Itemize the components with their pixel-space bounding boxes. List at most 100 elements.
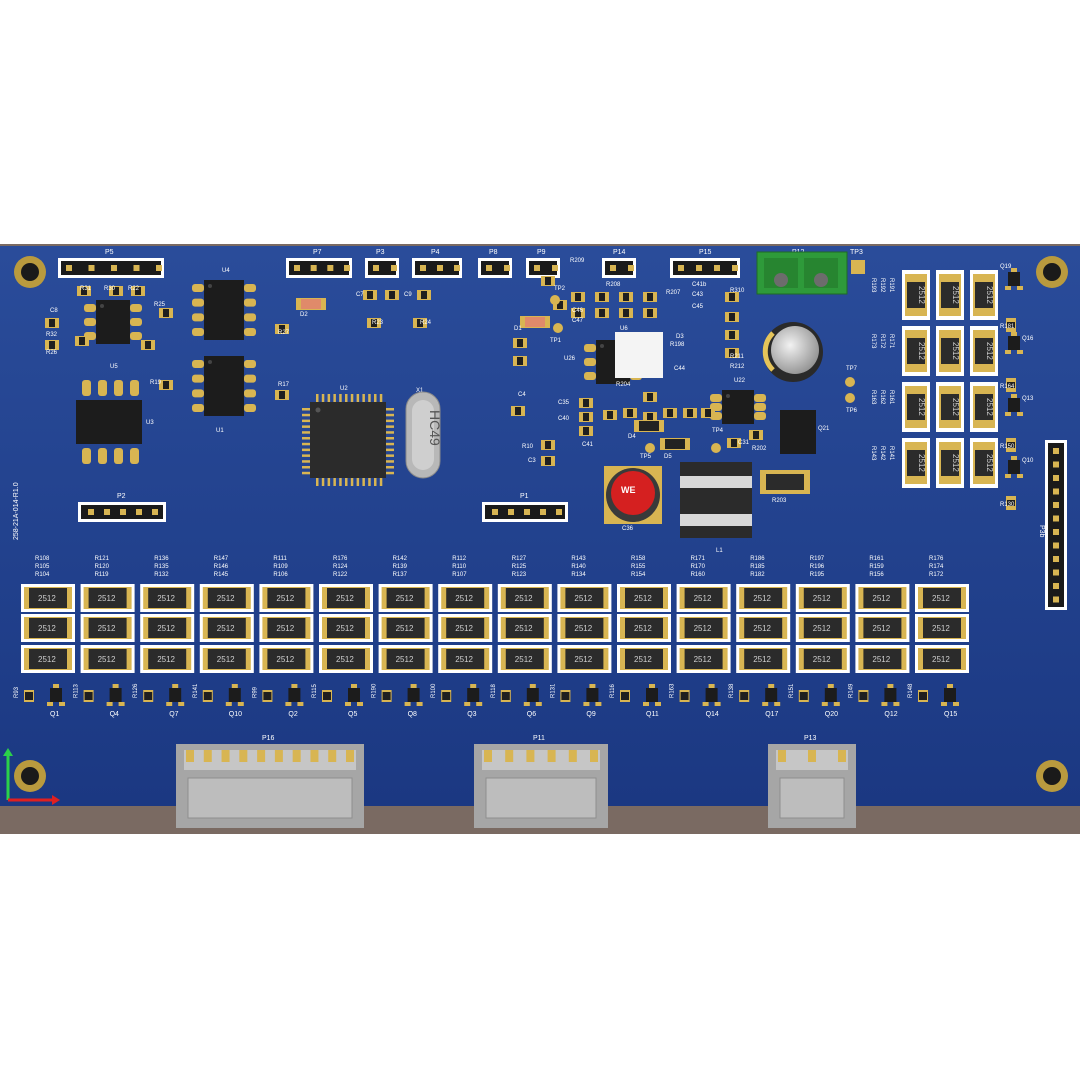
smd-chip xyxy=(141,340,155,350)
resistor-2512: 2512 xyxy=(915,584,969,612)
part-label: R172 xyxy=(929,572,944,578)
part-label: R32 xyxy=(46,332,58,338)
pin-header xyxy=(482,502,568,522)
package-u6 xyxy=(615,332,663,378)
resistor-2512: 2512 xyxy=(378,584,433,612)
part-label: C3 xyxy=(528,458,536,464)
smd-chip xyxy=(541,440,555,450)
smd-chip xyxy=(571,308,585,318)
part-label: U22 xyxy=(734,378,746,384)
transistor-sot23 xyxy=(83,684,125,706)
part-label: R176 xyxy=(929,556,944,562)
part-label: C41 xyxy=(582,442,594,448)
resistor-marking: 2512 xyxy=(951,342,960,360)
resistor-marking: 2512 xyxy=(98,624,116,633)
resistor-2512-vertical: 2512 xyxy=(936,270,964,320)
bottom-connectors xyxy=(176,744,856,828)
electrolytic-capacitor xyxy=(762,322,823,382)
resistor-marking: 2512 xyxy=(634,594,652,603)
resistor-marking: 2512 xyxy=(98,594,116,603)
header-label: P5 xyxy=(105,249,114,256)
resistor-marking: 2512 xyxy=(694,655,712,664)
resistor-2512: 2512 xyxy=(21,645,75,673)
resistor-marking: 2512 xyxy=(396,655,414,664)
resistor-2512: 2512 xyxy=(617,584,671,612)
part-label: R149 xyxy=(848,683,854,698)
part-label: U4 xyxy=(222,268,230,274)
svg-text:WE: WE xyxy=(621,485,636,495)
part-label: Q16 xyxy=(1022,336,1034,342)
part-label: R131 xyxy=(550,683,556,698)
smd-chip xyxy=(623,408,637,418)
part-label: L1 xyxy=(716,548,723,554)
smd-chip xyxy=(571,292,585,302)
part-label: Q8 xyxy=(408,711,417,718)
part-label: R113 xyxy=(74,683,80,698)
header-label: P8 xyxy=(489,249,498,256)
resistor-2512: 2512 xyxy=(915,614,969,642)
smd-chip xyxy=(643,292,657,302)
transistor xyxy=(1005,332,1023,354)
part-label: R148 xyxy=(908,683,914,698)
resistor-marking: 2512 xyxy=(98,655,116,664)
part-label: R161 xyxy=(888,390,894,405)
smd-chip xyxy=(595,308,609,318)
smd-chip xyxy=(701,408,715,418)
part-label: R163 xyxy=(870,390,876,405)
resistor-marking: 2512 xyxy=(872,594,890,603)
resistor-marking: 2512 xyxy=(694,624,712,633)
part-label: D4 xyxy=(628,434,636,440)
part-label: R143 xyxy=(870,446,876,461)
part-label: U3 xyxy=(146,420,154,426)
part-label: C36 xyxy=(622,526,634,532)
resistor-marking: 2512 xyxy=(396,624,414,633)
transistor-sot23 xyxy=(679,684,721,706)
transistor-sot23 xyxy=(798,684,840,706)
part-label: R203 xyxy=(772,498,787,504)
part-label: Q20 xyxy=(825,711,838,718)
resistor-marking: 2512 xyxy=(985,342,994,360)
resistor-marking: 2512 xyxy=(917,454,926,472)
smd-chip xyxy=(513,356,527,366)
transistor-sot23 xyxy=(381,684,423,706)
resistor-marking: 2512 xyxy=(917,286,926,304)
resistor-2512-vertical: 2512 xyxy=(936,438,964,488)
resistor-marking: 2512 xyxy=(217,624,235,633)
part-label: R141 xyxy=(193,683,199,698)
resistor-marking: 2512 xyxy=(276,624,294,633)
part-label: R122 xyxy=(333,572,348,578)
part-label: X1 xyxy=(416,388,424,394)
resistor-r203-body xyxy=(766,474,804,490)
smd-chip xyxy=(553,300,567,310)
header-label: P3 xyxy=(376,249,385,256)
resistor-marking: 2512 xyxy=(985,454,994,472)
resistor-marking: 2512 xyxy=(753,624,771,633)
resistor-marking: 2512 xyxy=(951,398,960,416)
part-label: Q12 xyxy=(884,711,897,718)
transistor-sot23 xyxy=(441,684,483,706)
resistor-marking: 2512 xyxy=(515,594,533,603)
part-label: R159 xyxy=(869,564,884,570)
part-label: TP1 xyxy=(550,338,562,344)
transistor-sot23 xyxy=(620,684,661,706)
pin-header xyxy=(478,258,512,278)
header-label: P1 xyxy=(520,493,529,500)
header-label: P7 xyxy=(313,249,322,256)
smd-chip xyxy=(1006,318,1016,332)
transistor xyxy=(1005,456,1023,478)
resistor-2512: 2512 xyxy=(676,614,731,642)
part-label: R150 xyxy=(1000,444,1015,450)
pin-header xyxy=(286,258,352,278)
part-label: R107 xyxy=(452,572,467,578)
pin-header xyxy=(670,258,740,278)
smd-chip xyxy=(275,390,289,400)
resistor-2512: 2512 xyxy=(795,584,850,612)
smd-chip xyxy=(367,318,381,328)
smd-chip xyxy=(1006,438,1016,452)
part-label: TP2 xyxy=(554,286,566,292)
part-label: C31 xyxy=(738,440,750,446)
part-label: R137 xyxy=(393,572,408,578)
ic-chips xyxy=(76,280,816,494)
part-label: R136 xyxy=(154,556,169,562)
